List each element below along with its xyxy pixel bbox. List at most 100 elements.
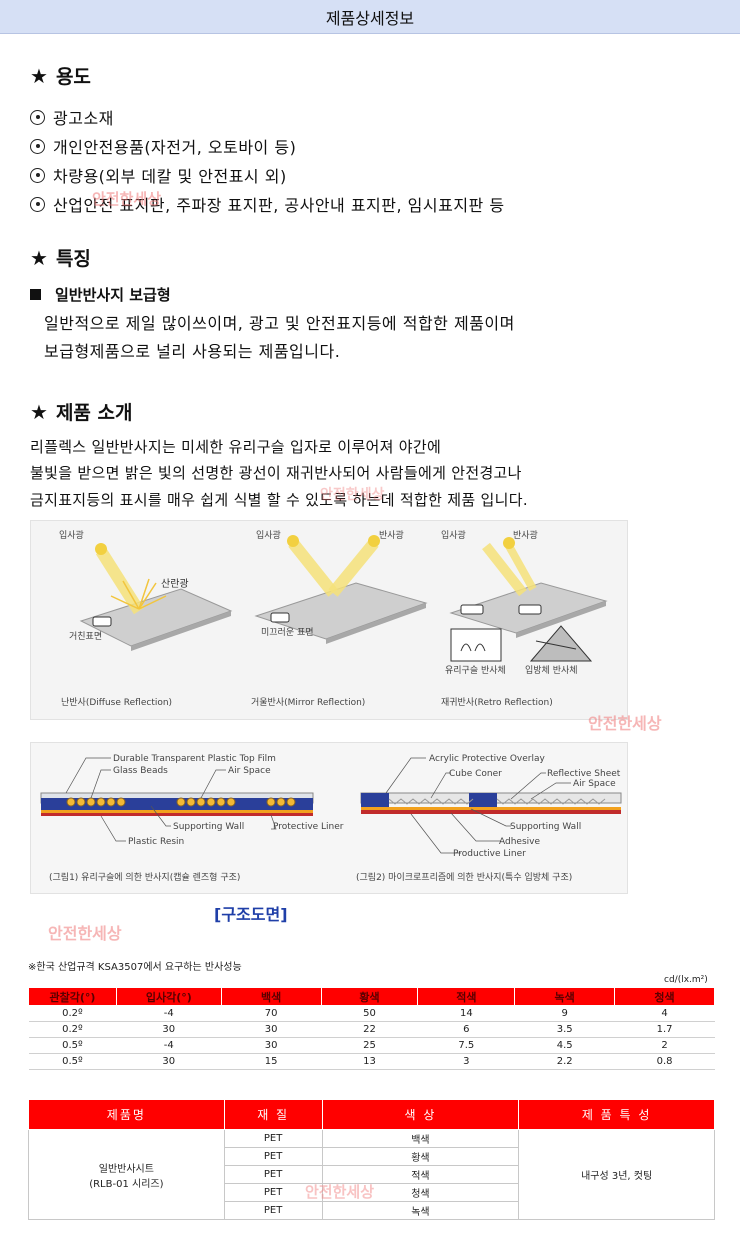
- table-header-row: 관찰각(°) 입사각(°) 백색 황색 적색 녹색 청색: [28, 987, 715, 1006]
- table-header-cell: 관찰각(°): [28, 987, 117, 1006]
- table-header-cell: 녹색: [514, 987, 616, 1006]
- table-header-cell: 황색: [320, 987, 419, 1006]
- table-cell: 1.7: [614, 1021, 715, 1038]
- product-series: (RLB-01 시리즈): [89, 1178, 164, 1190]
- table-cell: 3: [417, 1053, 515, 1070]
- table-cell: 0.2º: [28, 1021, 117, 1038]
- table-header-cell: 청색: [614, 987, 715, 1006]
- intro-line: 불빛을 받으면 밝은 빛의 선명한 광선이 재귀반사되어 사람들에게 안전경고나: [30, 464, 522, 482]
- structure-label: Glass Beads: [113, 766, 168, 776]
- usage-item: 개인안전용품(자전거, 오토바이 등): [30, 134, 296, 158]
- structure-diagram-svg: Durable Transparent Plastic Top Film Gla…: [40, 754, 622, 883]
- structure-label: Protective Liner: [273, 822, 344, 832]
- circle-dot-icon: [30, 138, 45, 154]
- product-feature: 내구성 3년, 컷팅: [518, 1129, 715, 1220]
- prism-label: 입방체 반사체: [525, 664, 578, 676]
- features-line: 보급형제품으로 널리 사용되는 제품입니다.: [44, 342, 341, 361]
- table-cell: 4.5: [514, 1037, 615, 1054]
- product-name: 일반반사시트: [98, 1163, 154, 1175]
- retro-panel: 입사광 반사광 유리구슬 반사체 입방체 반사체 재귀반사(Retro Refl…: [441, 529, 608, 708]
- circle-dot-icon: [30, 196, 45, 212]
- page-header: 제품상세정보: [0, 0, 740, 34]
- features-line: 일반적으로 제일 많이쓰이며, 광고 및 안전표지등에 적합한 제품이며: [44, 314, 515, 333]
- table-cell: 6: [417, 1021, 515, 1038]
- product-name-cell: 일반반사시트 (RLB-01 시리즈): [28, 1129, 225, 1220]
- retro-caption: 재귀반사(Retro Reflection): [441, 697, 553, 708]
- structure-label: Adhesive: [499, 837, 540, 847]
- table-cell: 2: [614, 1037, 715, 1054]
- structure-label: Air Space: [573, 779, 616, 789]
- table-header-cell: 적색: [417, 987, 516, 1006]
- structure-label: Supporting Wall: [510, 822, 581, 832]
- table-cell: PET: [223, 1147, 323, 1166]
- structure-label: Acrylic Protective Overlay: [429, 754, 545, 764]
- table-cell: 0.5º: [28, 1037, 117, 1054]
- incident-label: 입사광: [59, 529, 84, 541]
- table-cell: 0.8: [614, 1053, 715, 1070]
- intro-line: 금지표지등의 표시를 매우 쉽게 식별 할 수 있도록 하는데 적합한 제품 입…: [30, 491, 528, 509]
- square-bullet-icon: [30, 289, 41, 300]
- structure-title: [구조도면]: [214, 905, 288, 924]
- mirror-panel: 입사광 반사광 미끄러운 표면 거울반사(Mirror Reflection): [251, 529, 428, 708]
- structure-label: Cube Coner: [449, 769, 502, 779]
- table-header-cell: 색 상: [321, 1099, 520, 1130]
- product-table: 제품명 재 질 색 상 제 품 특 성 일반반사시트 (RLB-01 시리즈) …: [28, 1099, 715, 1220]
- features-heading: ★특징: [30, 245, 91, 271]
- performance-unit: cd/(lx.m²): [664, 975, 708, 985]
- structure-label: Productive Liner: [453, 849, 526, 859]
- table-header-cell: 재 질: [223, 1099, 323, 1130]
- diffuse-caption: 난반사(Diffuse Reflection): [61, 697, 172, 708]
- table-cell: 3.5: [514, 1021, 615, 1038]
- table-row: 일반반사시트 (RLB-01 시리즈) PET 백색 내구성 3년, 컷팅: [28, 1129, 715, 1220]
- star-icon: ★: [30, 245, 48, 270]
- table-cell: 9: [514, 1005, 615, 1022]
- table-cell: 30: [221, 1037, 322, 1054]
- table-header-cell: 제 품 특 성: [518, 1099, 715, 1130]
- mirror-caption: 거울반사(Mirror Reflection): [251, 697, 365, 708]
- prism-structure: Acrylic Protective Overlay Cube Coner Re…: [356, 754, 622, 883]
- table-cell: 7.5: [417, 1037, 515, 1054]
- reflection-diagram-svg: 입사광 산란광 거친표면 난반사(Diffuse Reflection) 입사광…: [59, 529, 608, 708]
- circle-dot-icon: [30, 109, 45, 125]
- rough-surface-label: 거친표면: [69, 631, 102, 642]
- glass-bead-structure: Durable Transparent Plastic Top Film Gla…: [40, 754, 344, 883]
- watermark: 안전한세상: [92, 190, 162, 208]
- table-cell: 14: [417, 1005, 515, 1022]
- incident-label: 입사광: [441, 529, 466, 541]
- usage-heading: ★용도: [30, 63, 91, 89]
- structure-caption: (그림2) 마이크로프리즘에 의한 반사지(특수 입방체 구조): [356, 871, 572, 883]
- table-cell: 30: [116, 1021, 222, 1038]
- table-cell: PET: [223, 1129, 323, 1148]
- diffuse-panel: 입사광 산란광 거친표면 난반사(Diffuse Reflection): [59, 529, 233, 708]
- structure-caption: (그림1) 유리구슬에 의한 반사지(캡슐 렌즈형 구조): [49, 871, 240, 883]
- structure-label: Supporting Wall: [173, 822, 244, 832]
- watermark: 안전한세상: [588, 714, 662, 733]
- incident-label: 입사광: [256, 529, 281, 541]
- structure-label: Plastic Resin: [128, 837, 184, 847]
- usage-item: 산업안전 표지판, 주파장 표지판, 공사안내 표지판, 임시표지판 등: [30, 192, 505, 216]
- star-icon: ★: [30, 399, 48, 424]
- table-cell: 황색: [321, 1147, 520, 1166]
- star-icon: ★: [30, 63, 48, 88]
- table-header-cell: 입사각(°): [115, 987, 222, 1006]
- circle-dot-icon: [30, 167, 45, 183]
- structure-label: Air Space: [228, 766, 271, 776]
- structure-diagram: Durable Transparent Plastic Top Film Gla…: [30, 742, 628, 894]
- table-cell: 25: [321, 1037, 418, 1054]
- table-header-row: 제품명 재 질 색 상 제 품 특 성: [28, 1099, 715, 1130]
- table-cell: -4: [116, 1037, 222, 1054]
- glass-bead-label: 유리구슬 반사체: [445, 665, 506, 676]
- table-header-cell: 제품명: [28, 1099, 225, 1130]
- watermark: 안전한세상: [305, 1183, 375, 1201]
- table-cell: 0.2º: [28, 1005, 117, 1022]
- table-cell: 22: [321, 1021, 418, 1038]
- table-cell: -4: [116, 1005, 222, 1022]
- table-cell: PET: [223, 1201, 323, 1220]
- table-cell: 70: [221, 1005, 322, 1022]
